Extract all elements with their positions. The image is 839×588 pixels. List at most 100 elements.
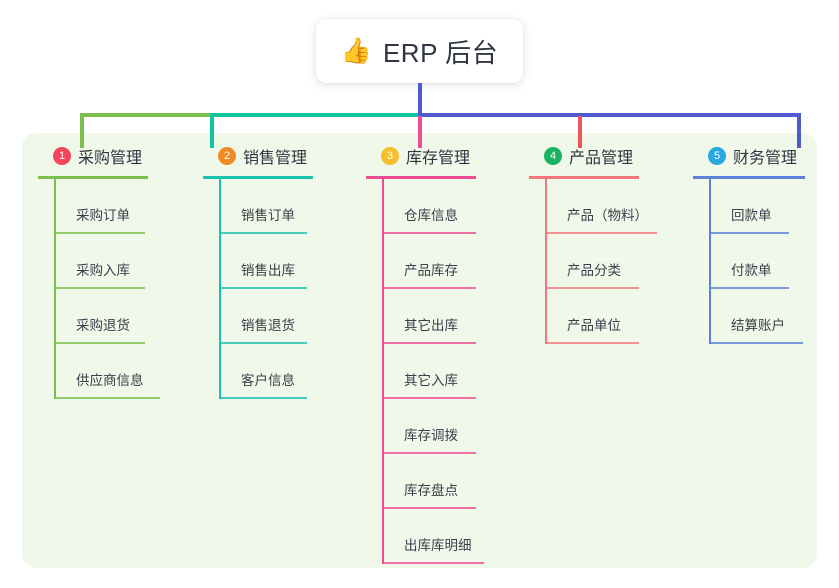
root-node-title: ERP 后台 [382,37,499,68]
segment-teal [210,113,418,117]
list-item-rule [221,342,307,344]
column-badge-purchase: 1 [53,147,71,165]
list-item-label: 采购订单 [76,208,130,223]
column-title-inventory: 库存管理 [406,150,471,167]
drop-product [578,116,582,148]
list-item[interactable]: 产品分类 [547,234,639,289]
drop-sales [210,116,214,148]
list-item-rule [384,397,476,399]
column-rule-product [529,176,639,179]
list-item-rule [711,232,789,234]
list-item-rule [384,232,476,234]
list-item-rule [221,287,307,289]
column-spine-sales [219,179,221,399]
column-items-product: 产品（物料） 产品分类产品单位 [529,179,657,344]
list-item-rule [56,342,145,344]
column-spine-finance [709,179,711,344]
bus-elbow-right [797,113,801,148]
list-item-rule [56,232,145,234]
list-item-label: 产品（物料） [567,208,648,223]
list-item[interactable]: 产品单位 [547,289,639,344]
column-rule-inventory [366,176,476,179]
column-purchase: 1 采购管理采购订单采购入库采购退货供应商信息 [38,144,160,399]
list-item-rule [221,232,307,234]
bus-elbow-left [80,113,84,148]
list-item-rule [56,397,160,399]
list-item-rule [384,452,476,454]
root-trunk-connector [418,83,422,116]
list-item-rule [384,562,484,564]
list-item-rule [547,287,639,289]
list-item-label: 库存调拨 [404,428,458,443]
list-item-rule [56,287,145,289]
column-items-finance: 回款单付款单结算账户 [693,179,805,344]
column-items-purchase: 采购订单采购入库采购退货供应商信息 [38,179,160,399]
column-badge-inventory: 3 [381,147,399,165]
column-spine-inventory [382,179,384,564]
list-item-label: 销售出库 [241,263,295,278]
list-item[interactable]: 库存盘点 [384,454,476,509]
list-item-label: 付款单 [731,263,772,278]
column-items-sales: 销售订单销售出库销售退货客户信息 [203,179,313,399]
column-rule-finance [693,176,805,179]
list-item-label: 结算账户 [731,318,785,333]
list-item-label: 客户信息 [241,373,295,388]
list-item[interactable]: 销售退货 [221,289,313,344]
list-item[interactable]: 供应商信息 [56,344,160,399]
column-header-inventory[interactable]: 3 库存管理 [366,144,476,168]
column-badge-sales: 2 [218,147,236,165]
diagram-panel [22,133,817,568]
list-item[interactable]: 产品库存 [384,234,476,289]
list-item[interactable]: 付款单 [711,234,805,289]
list-item[interactable]: 采购订单 [56,179,148,234]
column-spine-product [545,179,547,344]
list-item[interactable]: 仓库信息 [384,179,476,234]
list-item-label: 库存盘点 [404,483,458,498]
list-item[interactable]: 其它出库 [384,289,476,344]
list-item-label: 其它出库 [404,318,458,333]
column-header-purchase[interactable]: 1 采购管理 [38,144,148,168]
list-item[interactable]: 结算账户 [711,289,805,344]
list-item[interactable]: 采购退货 [56,289,148,344]
list-item[interactable]: 产品（物料） [547,179,657,234]
list-item[interactable]: 其它入库 [384,344,476,399]
list-item-label: 其它入库 [404,373,458,388]
column-header-sales[interactable]: 2 销售管理 [203,144,313,168]
list-item-rule [221,397,307,399]
list-item-label: 回款单 [731,208,772,223]
drop-inventory [418,116,422,148]
list-item-label: 产品库存 [404,263,458,278]
list-item[interactable]: 销售订单 [221,179,313,234]
list-item[interactable]: 客户信息 [221,344,313,399]
list-item-label: 仓库信息 [404,208,458,223]
list-item-label: 产品单位 [567,318,621,333]
column-items-inventory: 仓库信息产品库存其它出库其它入库库存调拨库存盘点出库库明细 [366,179,484,564]
root-node-erp-backend[interactable]: 👍 ERP 后台 [316,19,523,83]
column-title-purchase: 采购管理 [78,150,143,167]
list-item-label: 采购入库 [76,263,130,278]
list-item[interactable]: 销售出库 [221,234,313,289]
column-badge-finance: 5 [708,147,726,165]
segment-green [80,113,210,117]
list-item-rule [711,287,789,289]
column-title-sales: 销售管理 [243,150,308,167]
list-item-rule [711,342,803,344]
column-inventory: 3 库存管理仓库信息产品库存其它出库其它入库库存调拨库存盘点出库库明细 [366,144,484,564]
column-badge-product: 4 [544,147,562,165]
list-item[interactable]: 库存调拨 [384,399,476,454]
list-item[interactable]: 出库库明细 [384,509,484,564]
list-item-label: 采购退货 [76,318,130,333]
column-sales: 2 销售管理销售订单销售出库销售退货客户信息 [203,144,313,399]
list-item-rule [384,287,476,289]
list-item[interactable]: 采购入库 [56,234,148,289]
segment-blue [418,113,801,117]
list-item[interactable]: 回款单 [711,179,805,234]
list-item-label: 产品分类 [567,263,621,278]
column-rule-sales [203,176,313,179]
list-item-rule [384,507,476,509]
